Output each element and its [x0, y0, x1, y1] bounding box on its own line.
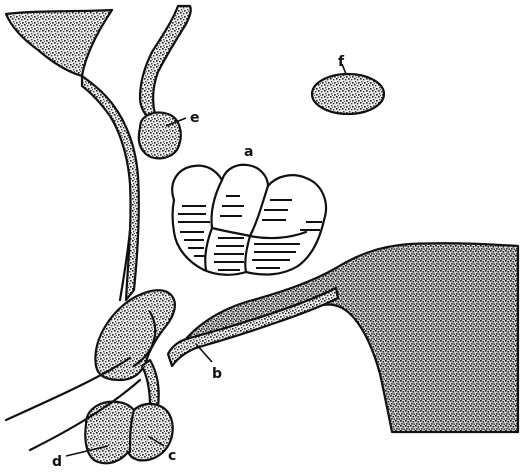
node-e [139, 113, 181, 159]
label-d: d [52, 454, 62, 470]
label-b: b [212, 366, 222, 382]
label-f: f [338, 54, 345, 70]
oval-structure-f [312, 74, 384, 114]
upper-right-branch [140, 6, 191, 120]
lobulated-cluster-a [172, 165, 326, 275]
upper-left-tissue-mass [6, 10, 112, 76]
label-e: e [190, 110, 200, 126]
label-c: c [168, 448, 176, 464]
left-descending-duct [82, 76, 139, 300]
label-a: a [244, 144, 253, 160]
connecting-vessel [142, 360, 159, 406]
